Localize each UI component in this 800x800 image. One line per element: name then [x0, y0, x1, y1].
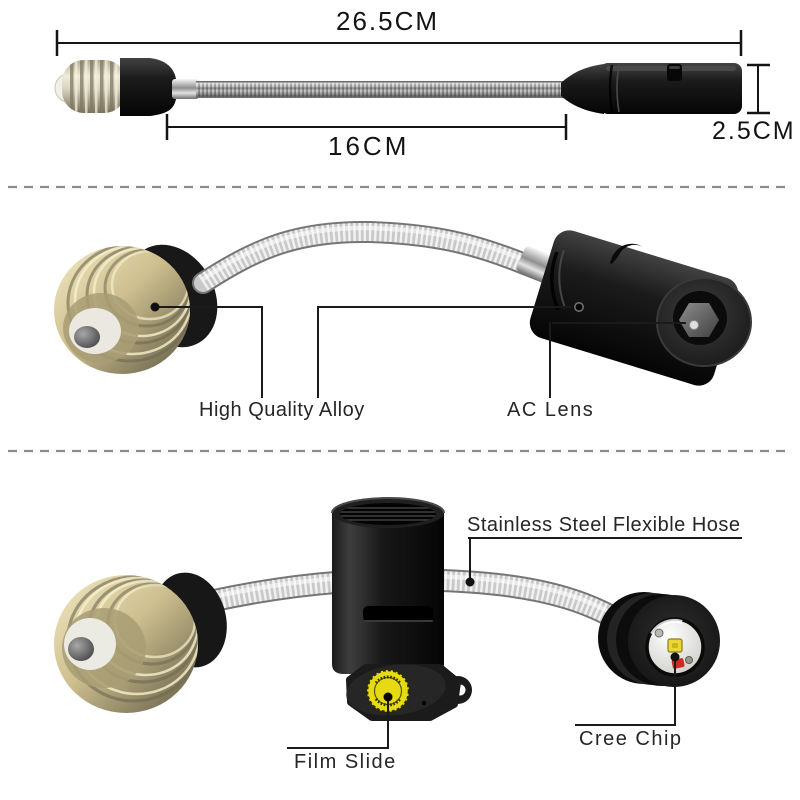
flex-hose-straight [196, 81, 568, 98]
callout-stainless-steel-flexible-hose: Stainless Steel Flexible Hose [467, 514, 741, 536]
led-disk-head [598, 592, 720, 687]
flex-hose-curved [192, 220, 556, 294]
dimension-head-diameter-label: 2.5CM [712, 117, 796, 145]
callout-leader-lines [155, 306, 686, 398]
chrome-stub [172, 79, 199, 99]
product-disassembled-view [54, 497, 742, 749]
body-hole [573, 301, 584, 312]
screw [654, 628, 664, 638]
screw-base [62, 60, 126, 113]
product-top-view [54, 58, 742, 116]
side-slot [363, 606, 433, 622]
screw [685, 656, 693, 664]
screw-base [54, 246, 190, 374]
led-dot [689, 320, 699, 330]
dimension-hose-length-label: 16CM [328, 131, 410, 161]
center-contact [74, 326, 100, 348]
dimension-lines-hose [165, 114, 568, 140]
flex-hose-detached [200, 568, 645, 642]
leader-dot-alloy [150, 302, 160, 312]
lamp-head-side [561, 63, 742, 114]
leader-dot-chip [670, 652, 680, 662]
center-contact [68, 637, 94, 661]
callout-high-quality-alloy: High Quality Alloy [199, 399, 365, 421]
collar [120, 58, 176, 116]
shell-cylinder [331, 497, 472, 721]
lamp-head [529, 230, 752, 386]
callout-cree-chip: Cree Chip [579, 728, 683, 750]
callout-film-slide: Film Slide [294, 751, 397, 773]
dimension-total-length-label: 26.5CM [336, 6, 440, 36]
leader-dot-film [383, 692, 393, 702]
dimension-lines-total [55, 30, 743, 56]
screw-base-large [54, 572, 227, 713]
callout-ac-lens: AC Lens [507, 399, 595, 421]
dimension-lines-diameter [747, 63, 770, 115]
clip-tab [610, 243, 643, 264]
leader-dot-hose [465, 577, 475, 587]
product-assembled-view [54, 220, 752, 398]
reflector [679, 303, 719, 337]
callout-leader-lines [287, 537, 742, 749]
